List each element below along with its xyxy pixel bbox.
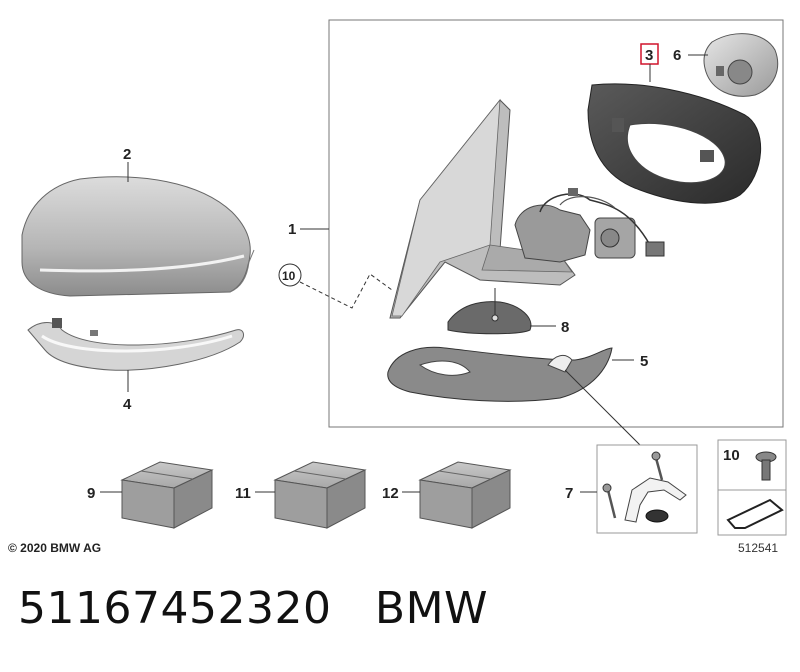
label-6: 6 — [673, 47, 681, 64]
arrow-icon — [726, 498, 784, 529]
mirror-glass — [703, 33, 779, 97]
part-box-11 — [273, 461, 367, 529]
part-box-9 — [120, 461, 214, 529]
label-8: 8 — [561, 319, 569, 336]
label-11: 11 — [235, 485, 251, 502]
leader-10 — [299, 273, 393, 309]
turn-signal-light — [27, 318, 244, 371]
bracket-and-screws — [602, 451, 687, 523]
label-5: 5 — [640, 353, 648, 370]
mirror-cap — [21, 176, 255, 297]
mirror-housing — [389, 98, 665, 319]
mirror-glass-frame — [587, 83, 762, 204]
gasket — [447, 288, 532, 335]
assembly-frame — [328, 19, 784, 428]
label-1: 1 — [288, 221, 296, 238]
label-10: 10 — [282, 269, 296, 283]
part-box-12 — [418, 461, 512, 529]
callout-circle-10 — [278, 263, 302, 287]
label-3: 3 — [645, 47, 653, 64]
part-number: 51167452320 — [18, 583, 332, 634]
label-12: 12 — [382, 485, 399, 502]
lower-trim — [387, 346, 613, 402]
part-number-line: 51167452320 BMW — [18, 583, 488, 634]
label-4: 4 — [123, 396, 132, 413]
label-10-box: 10 — [723, 447, 740, 464]
brand-name: BMW — [374, 583, 489, 634]
leader-7-connector — [564, 369, 641, 446]
screw-10 — [755, 451, 777, 481]
label-2: 2 — [123, 146, 131, 163]
diagram-reference: 512541 — [738, 541, 779, 555]
copyright-text: © 2020 BMW AG — [8, 541, 102, 555]
label-9: 9 — [87, 485, 95, 502]
label-7: 7 — [565, 485, 573, 502]
